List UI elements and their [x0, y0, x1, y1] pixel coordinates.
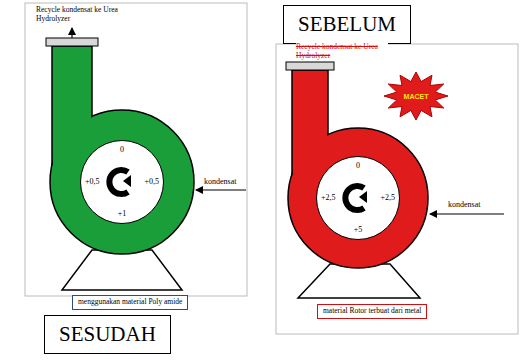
speed-value: +0,5 [144, 178, 159, 186]
flow-destination: Recycle kondensat ke Urea Hydrolyzer [296, 42, 388, 60]
state-title: SESUDAH [59, 322, 156, 346]
material-note-box: material Rotor terbuat dari metal [317, 304, 427, 319]
jam-burst: MACET [384, 72, 448, 120]
inlet-arrow [430, 213, 504, 214]
speed-value: +0,5 [85, 178, 100, 186]
material-note: material Rotor terbuat dari metal [323, 306, 421, 315]
state-title: SEBELUM [298, 12, 396, 36]
impeller-tip [123, 175, 131, 187]
outlet-arrow [71, 28, 72, 38]
flow-source: kondensat [204, 177, 246, 187]
state-title-box: SESUDAH [44, 315, 171, 354]
outlet-flange [286, 62, 334, 70]
speed-value: +2,5 [380, 194, 395, 202]
pump-base [298, 264, 420, 298]
material-note-box: menggunakan material Poly amide [72, 295, 188, 310]
right-panel [276, 44, 518, 334]
outlet-flange [46, 38, 98, 46]
speed-value: +5 [354, 226, 363, 234]
state-title-box: SEBELUM [283, 5, 411, 44]
impeller-circle: 0 +0,5 +0,5 +1 [80, 140, 164, 224]
left-panel [25, 3, 247, 296]
impeller-tip [359, 191, 367, 203]
pump-base [62, 250, 182, 290]
speed-value: 0 [120, 146, 124, 154]
inlet-arrow [196, 189, 246, 190]
flow-source: kondensat [448, 200, 494, 210]
speed-value: +1 [118, 210, 127, 218]
jam-text: MACET [404, 93, 429, 100]
burst-polygon [384, 72, 448, 120]
speed-value: +2,5 [321, 194, 336, 202]
material-note: menggunakan material Poly amide [78, 297, 182, 306]
speed-value: 0 [356, 162, 360, 170]
impeller-circle: 0 +2,5 +2,5 +5 [316, 156, 400, 240]
flow-destination: Recycle kondensat ke Urea Hydrolyzer [36, 5, 128, 23]
